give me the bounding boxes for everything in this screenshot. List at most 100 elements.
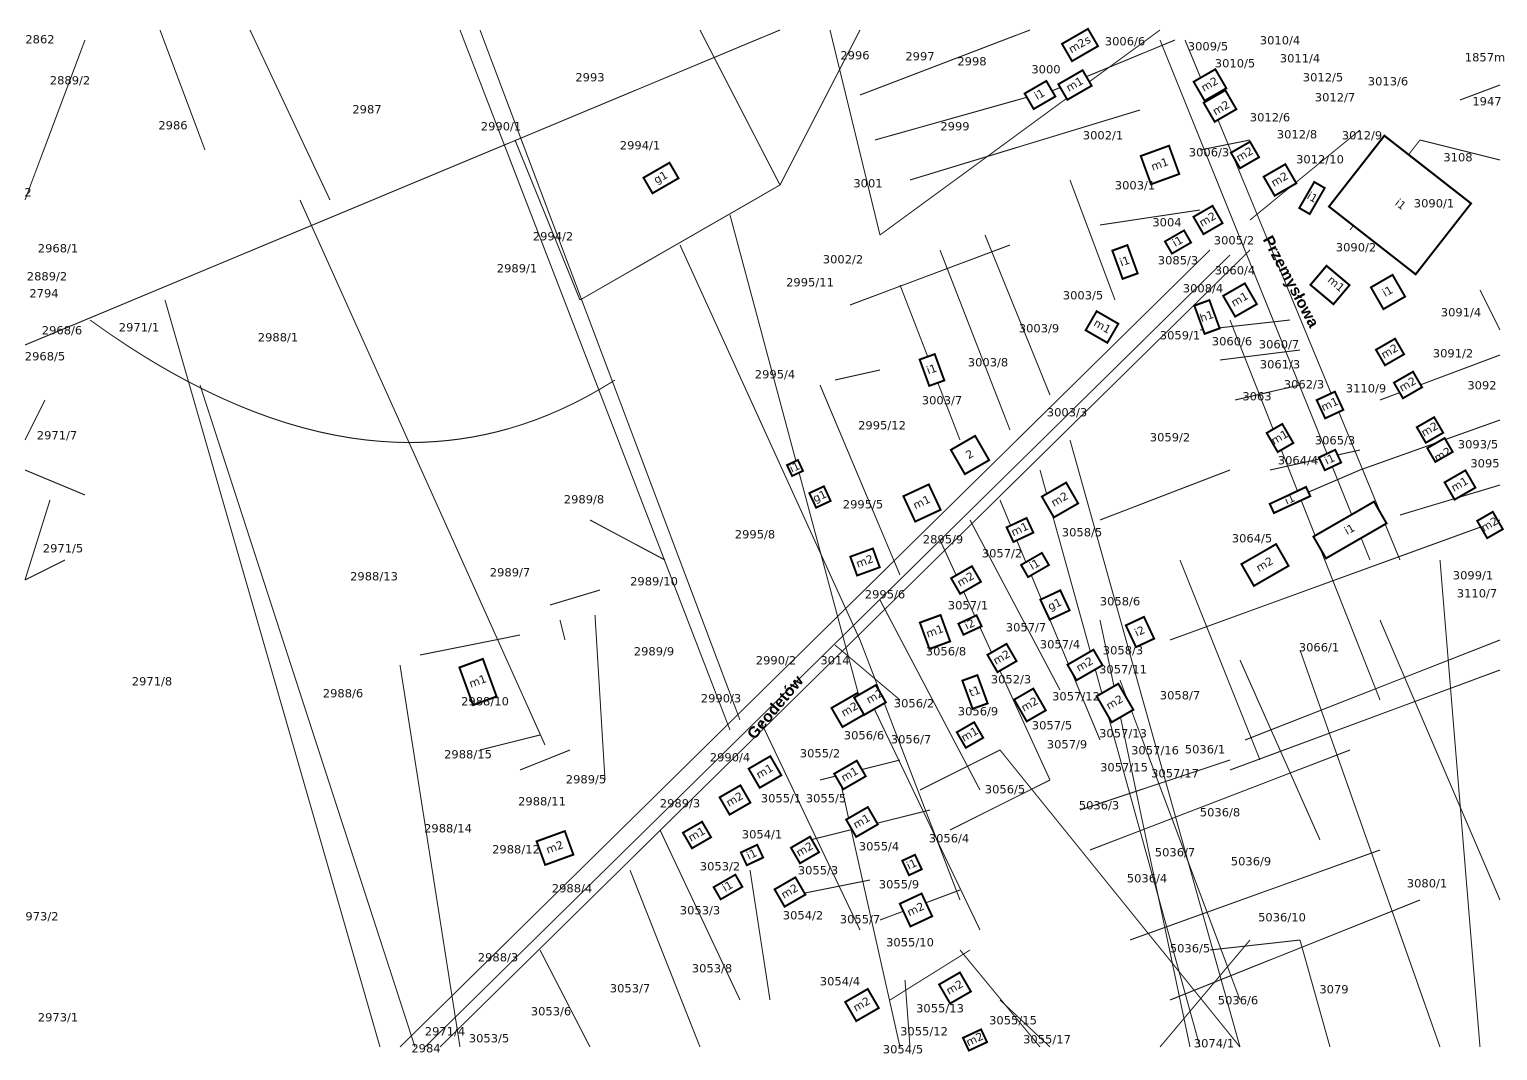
parcel-label[interactable]: 2986	[158, 119, 187, 133]
parcel-label[interactable]: 3065/3	[1315, 434, 1355, 448]
parcel-label[interactable]: 3074/1	[1194, 1037, 1234, 1051]
parcel-label[interactable]: 3010/4	[1260, 34, 1300, 48]
parcel-label[interactable]: 3059/2	[1150, 431, 1190, 445]
parcel-label[interactable]: 3055/17	[1023, 1033, 1071, 1047]
parcel-label[interactable]: 3055/12	[900, 1025, 948, 1039]
parcel-label[interactable]: 3003/7	[922, 394, 962, 408]
parcel-label[interactable]: 2990/1	[481, 120, 521, 134]
parcel-label[interactable]: 2968/6	[42, 324, 82, 338]
parcel-label[interactable]: 2889/2	[27, 270, 67, 284]
parcel-label[interactable]: 3053/5	[469, 1032, 509, 1046]
parcel-label[interactable]: 2990/4	[710, 751, 750, 765]
parcel-label[interactable]: 2987	[352, 103, 381, 117]
parcel-label[interactable]: 3056/9	[958, 705, 998, 719]
parcel-label[interactable]: 3063	[1242, 390, 1271, 404]
parcel-label[interactable]: 3055/4	[859, 840, 899, 854]
parcel-label[interactable]: 3012/10	[1296, 153, 1344, 167]
parcel-label[interactable]: 2988/4	[552, 882, 592, 896]
parcel-label[interactable]: 3006/6	[1105, 35, 1145, 49]
parcel-label[interactable]: 3000	[1031, 63, 1060, 77]
parcel-label[interactable]: 3056/6	[844, 729, 884, 743]
parcel-label[interactable]: 3057/5	[1032, 719, 1072, 733]
parcel-label[interactable]: 2895/9	[923, 533, 963, 547]
parcel-label[interactable]: 3058/3	[1103, 644, 1143, 658]
parcel-label[interactable]: 2988/6	[323, 687, 363, 701]
parcel-label[interactable]: 2995/5	[843, 498, 883, 512]
parcel-label[interactable]: 3056/4	[929, 832, 969, 846]
parcel-label[interactable]: 3079	[1319, 983, 1348, 997]
parcel-label[interactable]: 3055/15	[989, 1014, 1037, 1028]
parcel-label[interactable]: 2995/6	[865, 588, 905, 602]
parcel-label[interactable]: 3055/13	[916, 1002, 964, 1016]
parcel-label[interactable]: 2988/3	[478, 951, 518, 965]
parcel-label[interactable]: 2971/7	[37, 429, 77, 443]
parcel-label[interactable]: 3057/4	[1040, 638, 1080, 652]
parcel-label[interactable]: 2990/2	[756, 654, 796, 668]
parcel-label[interactable]: 2998	[957, 55, 986, 69]
parcel-label[interactable]: 3057/16	[1131, 744, 1179, 758]
parcel-label[interactable]: 3012/8	[1277, 128, 1317, 142]
parcel-label[interactable]: 3110/7	[1457, 587, 1497, 601]
parcel-label[interactable]: 3005/2	[1214, 234, 1254, 248]
parcel-label[interactable]: 5036/7	[1155, 846, 1195, 860]
parcel-label[interactable]: 3056/2	[894, 697, 934, 711]
parcel-label[interactable]: 2971/1	[119, 321, 159, 335]
parcel-label[interactable]: 5036/8	[1200, 806, 1240, 820]
parcel-label[interactable]: 5036/4	[1127, 872, 1167, 886]
parcel-label[interactable]: 3053/6	[531, 1005, 571, 1019]
parcel-label[interactable]: 2993	[575, 71, 604, 85]
parcel-label[interactable]: 3056/8	[926, 645, 966, 659]
parcel-label[interactable]: 3012/5	[1303, 71, 1343, 85]
parcel-label[interactable]: 3099/1	[1453, 569, 1493, 583]
parcel-label[interactable]: 3055/10	[886, 936, 934, 950]
parcel-label[interactable]: 2968/5	[25, 350, 65, 364]
parcel-label[interactable]: 3057/1	[948, 599, 988, 613]
parcel-label[interactable]: 3060/6	[1212, 335, 1252, 349]
parcel-label[interactable]: 3009/5	[1188, 40, 1228, 54]
parcel-label[interactable]: 5036/9	[1231, 855, 1271, 869]
parcel-label[interactable]: 2995/12	[858, 419, 906, 433]
parcel-label[interactable]: 3057/12	[1052, 690, 1100, 704]
parcel-label[interactable]: 3001	[853, 177, 882, 191]
parcel-label[interactable]: 3080/1	[1407, 877, 1447, 891]
parcel-label[interactable]: 3060/4	[1215, 264, 1255, 278]
parcel-label[interactable]: 2989/9	[634, 645, 674, 659]
parcel-label[interactable]: 3002/2	[823, 253, 863, 267]
parcel-label[interactable]: 2989/5	[566, 773, 606, 787]
parcel-label[interactable]: 3013/6	[1368, 75, 1408, 89]
parcel-label[interactable]: 2989/8	[564, 493, 604, 507]
parcel-label[interactable]: 2995/11	[786, 276, 834, 290]
parcel-label[interactable]: 3011/4	[1280, 52, 1320, 66]
parcel-label[interactable]: 3091/4	[1441, 306, 1481, 320]
parcel-label[interactable]: 3003/8	[968, 356, 1008, 370]
parcel-label[interactable]: 3055/7	[840, 913, 880, 927]
parcel-label[interactable]: 3055/3	[798, 864, 838, 878]
parcel-label[interactable]: 1947	[1472, 95, 1501, 109]
parcel-label[interactable]: 3057/17	[1151, 767, 1199, 781]
parcel-label[interactable]: 2990/3	[701, 692, 741, 706]
parcel-label[interactable]: 2988/13	[350, 570, 398, 584]
parcel-label[interactable]: 3052/3	[991, 673, 1031, 687]
parcel-label[interactable]: 3110/9	[1346, 382, 1386, 396]
parcel-label[interactable]: 3056/7	[891, 733, 931, 747]
parcel-label[interactable]: 2999	[940, 120, 969, 134]
parcel-label[interactable]: 973/2	[25, 910, 58, 924]
parcel-label[interactable]: 3064/4	[1278, 454, 1318, 468]
parcel-label[interactable]: 2989/10	[630, 575, 678, 589]
parcel-label[interactable]: 2988/11	[518, 795, 566, 809]
parcel-label[interactable]: 3057/2	[982, 547, 1022, 561]
parcel-label[interactable]: 3085/3	[1158, 254, 1198, 268]
parcel-label[interactable]: 3090/2	[1336, 241, 1376, 255]
parcel-label[interactable]: 2997	[905, 50, 934, 64]
parcel-label[interactable]: 5036/6	[1218, 994, 1258, 1008]
parcel-label[interactable]: 3055/2	[800, 747, 840, 761]
parcel-label[interactable]: 3010/5	[1215, 57, 1255, 71]
parcel-label[interactable]: 3092	[1467, 379, 1496, 393]
parcel-label[interactable]: 5036/5	[1170, 942, 1210, 956]
parcel-label[interactable]: 2968/1	[38, 242, 78, 256]
parcel-label[interactable]: 3058/6	[1100, 595, 1140, 609]
parcel-label[interactable]: 3055/5	[806, 792, 846, 806]
parcel-label[interactable]: 2971/8	[132, 675, 172, 689]
parcel-label[interactable]: 3008/4	[1183, 282, 1223, 296]
parcel-label[interactable]: 3062/3	[1284, 378, 1324, 392]
